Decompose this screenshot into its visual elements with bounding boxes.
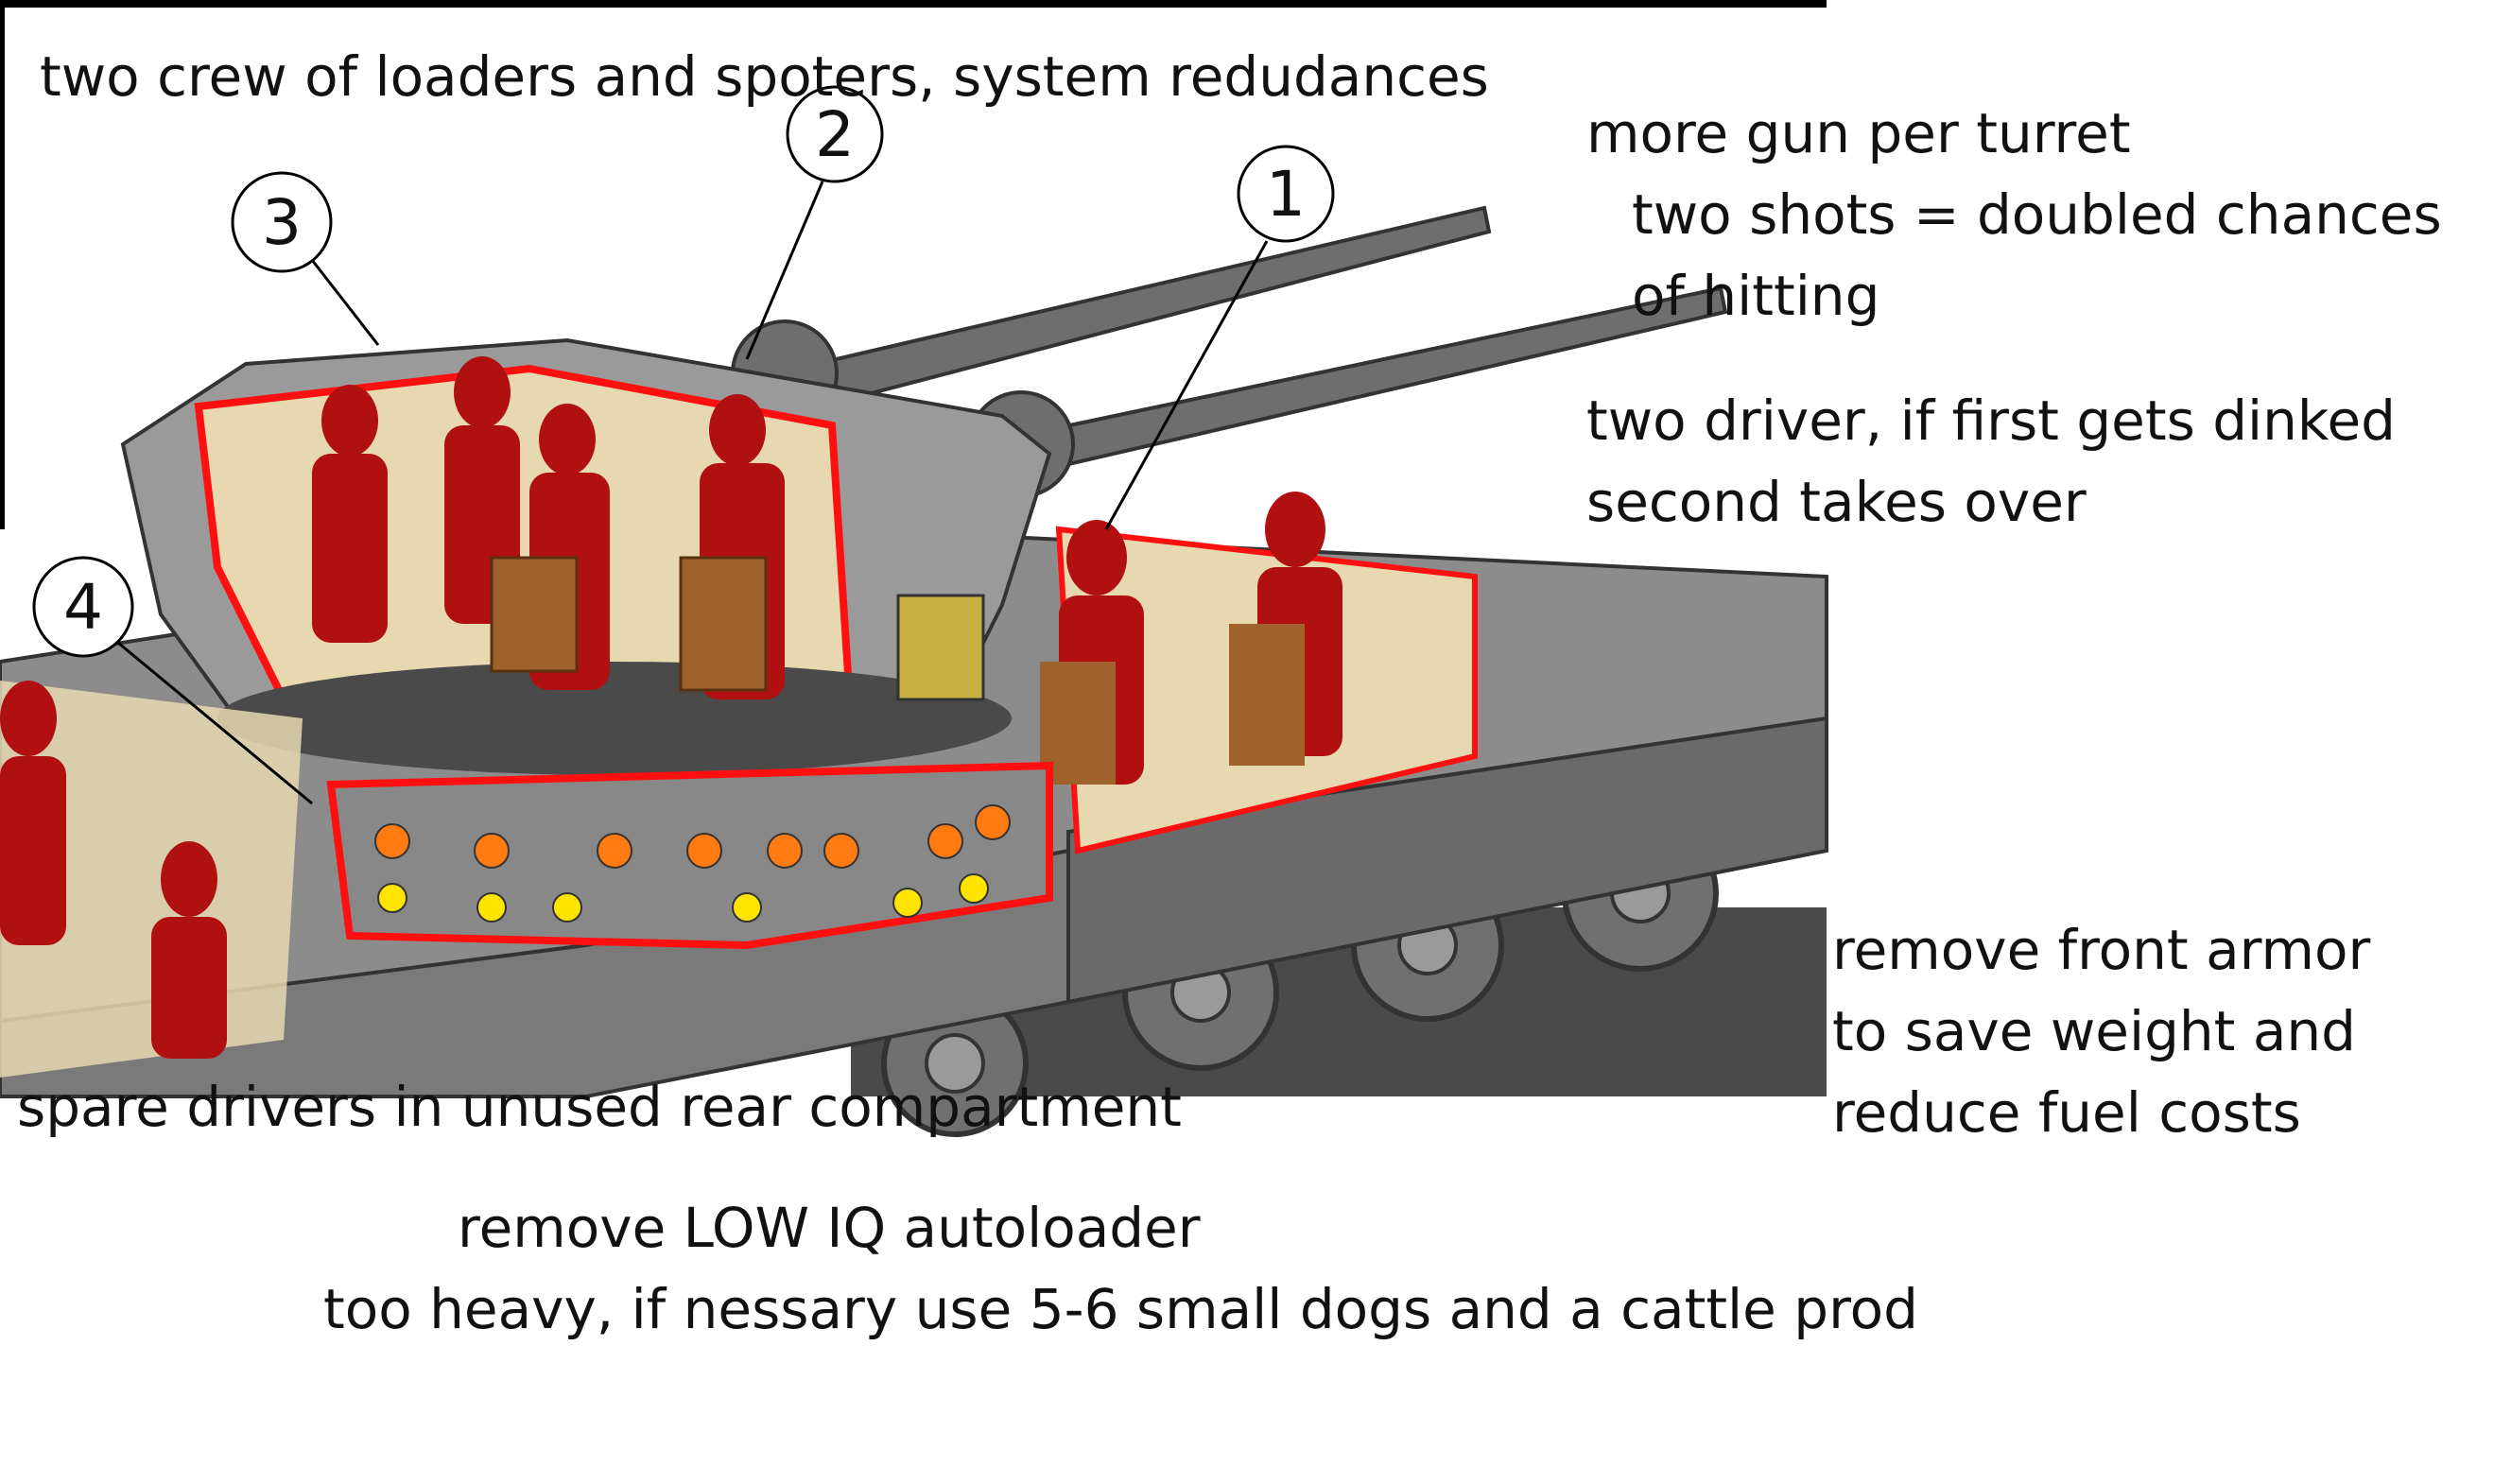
annotation-line: two driver, if first gets dinked [1586,388,2396,453]
annotation-guns: more gun per turret two shots = doubled … [1586,93,2442,336]
callout-2: 2 [745,85,884,360]
annotation-line: too heavy, if nessary use 5-6 small dogs… [323,1277,1918,1341]
top-border-line [0,0,1827,8]
annotation-spare-drivers: spare drivers in unused rear compartment [17,1075,1182,1139]
callout-3: 3 [231,171,380,346]
annotation-autoloader: remove LOW IQ autoloader too heavy, if n… [323,1187,1918,1350]
annotation-drivers: two driver, if first gets dinked second … [1586,380,2396,543]
callout-number: 4 [63,571,103,644]
annotation-line: reduce fuel costs [1832,1080,2301,1145]
driver-compartment [1040,492,1478,854]
annotation-line: remove front armor [1832,918,2371,982]
left-border-line [0,0,5,529]
shell [374,804,1011,869]
shell [377,873,989,923]
annotation-line: second takes over [1586,470,2087,534]
annotation-line: more gun per turret [1586,101,2131,165]
turret-seats [490,556,768,692]
radio-box [896,594,985,701]
annotation-crew: two crew of loaders and spoters, system … [40,44,1489,109]
callout-number: 2 [815,98,855,171]
annotation-line: remove LOW IQ autoloader [458,1196,1201,1260]
ammo-carousel [326,761,1053,950]
callout-1: 1 [1104,145,1335,530]
annotation-line: of hitting [1632,264,1880,328]
annotation-line: two shots = doubled chances [1632,182,2442,247]
callout-number: 1 [1266,158,1306,231]
annotation-armor: remove front armor to save weight and re… [1832,909,2370,1153]
callout-number: 3 [262,186,302,259]
annotation-line: to save weight and [1832,999,2356,1063]
callout-4: 4 [32,556,313,805]
rear-compartment [0,681,303,1078]
